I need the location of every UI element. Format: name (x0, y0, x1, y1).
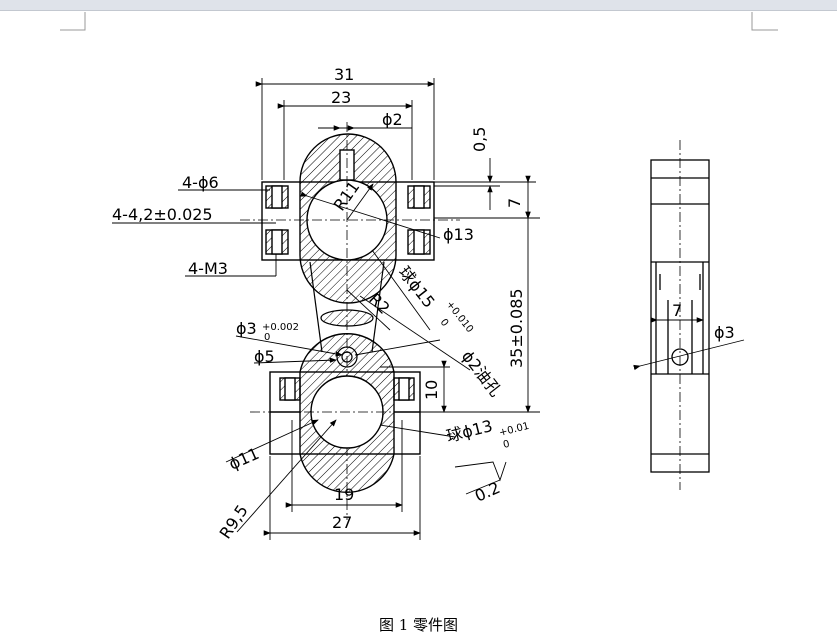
dim-phi3: ϕ3 (236, 319, 257, 338)
dim-27: 27 (332, 513, 352, 532)
dim-4-m3: 4-M3 (188, 259, 228, 278)
dim-ball15-tol-upper: +0.010 (444, 299, 475, 335)
dim-ball13-tol-lower: 0 (502, 439, 511, 451)
lower-body (269, 333, 421, 493)
dim-phi13: ϕ13 (443, 225, 474, 244)
dim-ball13: 球ϕ13 (444, 416, 494, 446)
side-dim-7: 7 (672, 301, 682, 320)
dim-19: 19 (334, 485, 354, 504)
dim-4-4-2: 4-4,2±0.025 (112, 205, 213, 224)
dim-7: 7 (505, 198, 524, 208)
toolbar-strip (0, 0, 837, 11)
dim-phi3-tol-upper: +0.002 (262, 322, 299, 333)
side-dim-phi3: ϕ3 (714, 323, 735, 342)
dim-0-5: 0,5 (470, 127, 489, 152)
dim-10: 10 (422, 380, 441, 400)
dim-phi5: ϕ5 (254, 347, 275, 366)
dim-ball13-tol-upper: +0.01 (498, 421, 530, 439)
dim-35: 35±0.085 (507, 288, 526, 368)
dim-phi2: ϕ2 (382, 110, 403, 129)
dim-4-phi6: 4-ϕ6 (182, 173, 219, 192)
dim-phi3-tol-lower: 0 (264, 332, 270, 343)
document-page (0, 11, 837, 643)
figure-caption: 图 1 零件图 (378, 616, 459, 634)
dimension-lines (112, 78, 540, 540)
dim-ball15: 球ϕ15 (395, 263, 439, 312)
dim-ball15-tol-lower: 0 (438, 317, 451, 329)
dim-oil-hole: ϕ2油孔 (458, 347, 505, 400)
roughness-0-2: 0.2 (472, 478, 503, 506)
side-view-dims (633, 317, 745, 371)
dim-31: 31 (334, 65, 354, 84)
page-corner-marks (60, 12, 778, 31)
dim-23: 23 (331, 88, 351, 107)
